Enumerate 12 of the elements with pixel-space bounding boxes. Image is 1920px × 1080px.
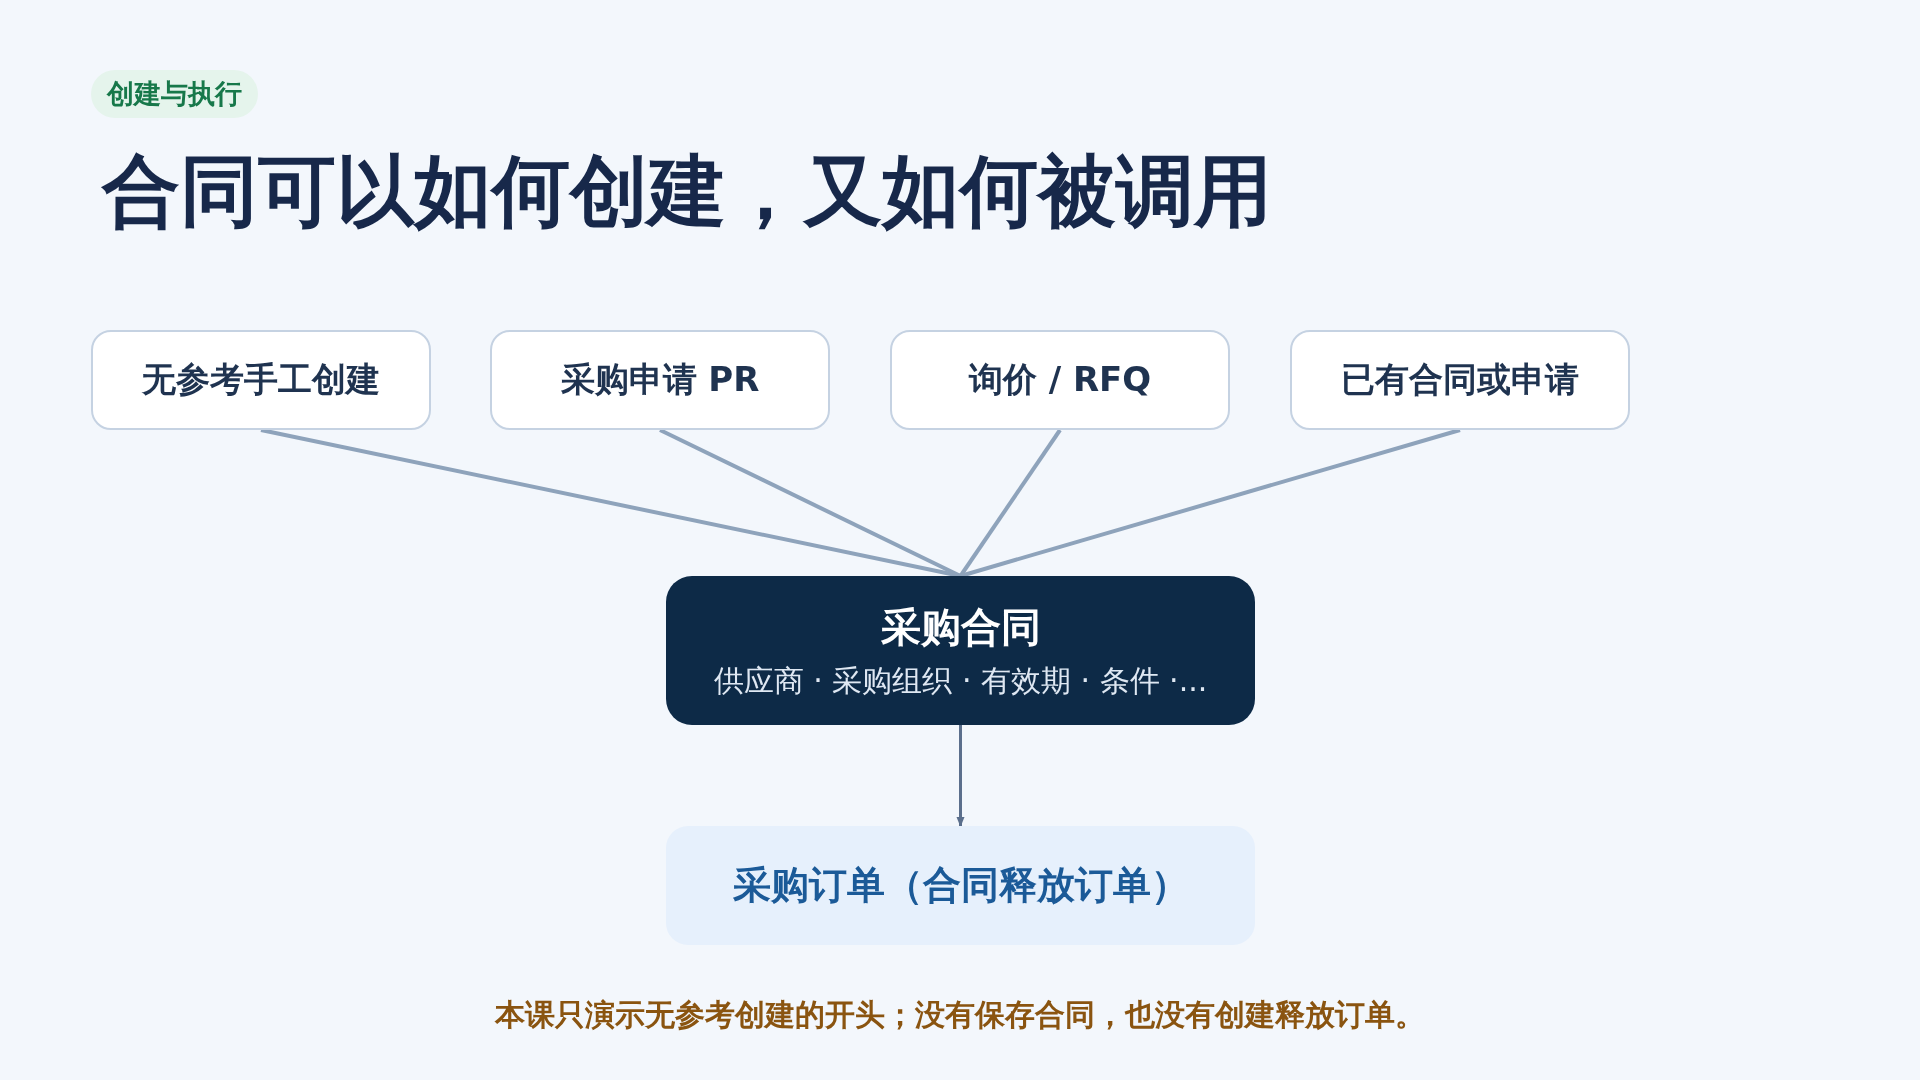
source-box: 询价 / RFQ [890,330,1230,430]
title: 合同可以如何创建，又如何被调用 [102,145,1272,238]
box-description: 供应商 · 采购组织 · 有效期 · 条件 ·... [713,661,1208,700]
result-box: 采购订单（合同释放订单） [666,826,1255,945]
arrow [956,725,965,827]
contract-box [666,576,1255,725]
box-heading: 采购合同 [880,602,1041,652]
tag-pill: 创建与执行 [91,70,258,118]
source-box: 已有合同或申请 [1290,330,1630,430]
footnote: 本课只演示无参考创建的开头；没有保存合同，也没有创建释放订单。 [493,996,1426,1034]
source-box: 采购申请 PR [490,330,830,430]
source-box: 无参考手工创建 [91,330,431,430]
